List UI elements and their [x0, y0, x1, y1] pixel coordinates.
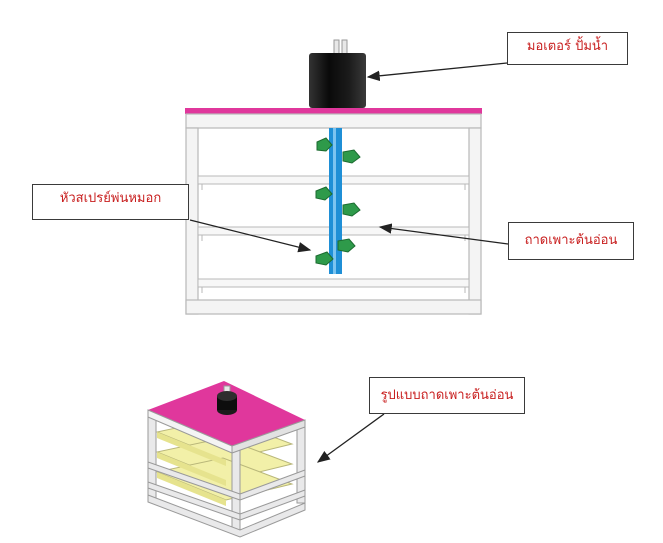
- tray-label: ถาดเพาะต้นอ่อน: [508, 222, 634, 260]
- motor-label: มอเตอร์ ปั้มน้ำ: [507, 32, 628, 65]
- top-frame-bar: [185, 113, 482, 129]
- sprayer-label: หัวสเปรย์พ่นหมอก: [32, 184, 189, 220]
- model-label: รูปแบบถาดเพาะต้นอ่อน: [369, 377, 525, 414]
- water-pump-motor: [309, 39, 366, 108]
- spray-nozzles: [315, 137, 361, 266]
- sprayer-arrow: [189, 219, 312, 253]
- model-arrow: [316, 413, 385, 463]
- isometric-rack-model: [147, 381, 306, 538]
- tray-arrow: [378, 223, 509, 245]
- bottom-frame-bar: [185, 299, 482, 315]
- model-motor: [217, 385, 237, 415]
- right-post: [468, 127, 482, 315]
- shelf-3: [197, 278, 470, 293]
- motor-arrow: [366, 62, 508, 82]
- top-panel: [185, 108, 482, 114]
- front-view-rack: [185, 39, 482, 315]
- leader-arrows: [189, 62, 509, 463]
